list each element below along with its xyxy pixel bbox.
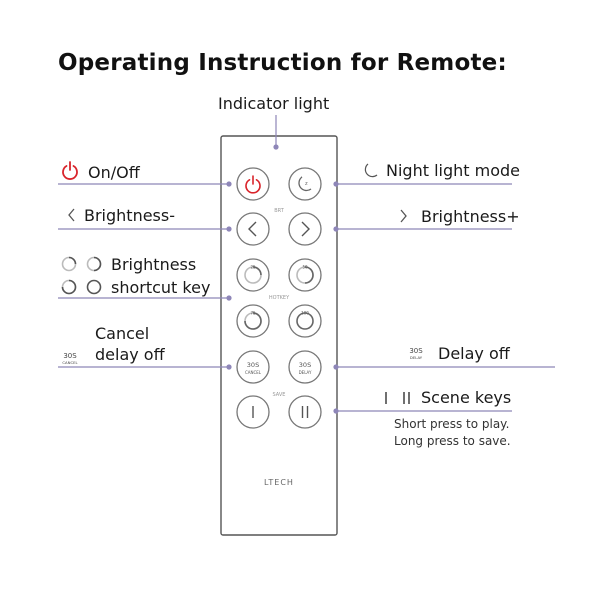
brightness-shortcut-label-2: shortcut key — [111, 278, 211, 297]
hotkey-50-button — [288, 258, 322, 292]
page-title: Operating Instruction for Remote: — [58, 50, 507, 76]
cancel-label-1: Cancel — [95, 324, 150, 343]
delay-off-button — [288, 350, 322, 384]
scene-note-line-2: Long press to save. — [394, 434, 511, 448]
remote-brand-logo: LTECH — [264, 478, 294, 487]
hotkey-icon — [296, 266, 314, 284]
chevron-right-icon — [301, 221, 310, 237]
scene-icon — [252, 406, 309, 418]
hotkey-25-label: 25 — [250, 265, 256, 270]
remote-cancel-30s-label: 30S — [247, 361, 259, 369]
remote-section-save: SAVE — [273, 392, 286, 398]
hotkey-icon — [61, 256, 77, 272]
hotkey-icon — [86, 256, 102, 272]
delay-off-label: Delay off — [438, 344, 510, 363]
hotkey-icon — [296, 312, 314, 330]
indicator-dot — [273, 144, 279, 150]
hotkey-icon — [86, 279, 102, 295]
remote-body — [220, 135, 338, 536]
timer-cancel-icon-label: CANCEL — [62, 360, 78, 365]
power-icon — [245, 175, 261, 194]
timer-30s-icon: 30S — [63, 352, 77, 360]
hotkey-100-button — [288, 304, 322, 338]
hotkey-75-button — [236, 304, 270, 338]
moon-icon: z — [298, 176, 312, 192]
scene-2-button — [288, 395, 322, 429]
timer-30s-icon: 30S — [409, 347, 423, 355]
remote-delay-label: DELAY — [299, 370, 312, 375]
night-light-button — [288, 167, 322, 201]
on-off-label: On/Off — [88, 163, 140, 182]
indicator-light-label: Indicator light — [218, 94, 330, 113]
night-light-label: Night light mode — [386, 161, 520, 180]
hotkey-icon — [244, 266, 262, 284]
remote-delay-30s-label: 30S — [299, 361, 311, 369]
svg-text:z: z — [305, 181, 308, 187]
remote-section-hotkey: HOTKEY — [269, 295, 290, 301]
cancel-delay-button — [236, 350, 270, 384]
remote-cancel-label: CANCEL — [245, 370, 262, 375]
chevron-right-icon — [400, 209, 407, 223]
scene-keys-label: Scene keys — [421, 388, 512, 407]
remote-section-brt: BRT — [274, 208, 285, 214]
cancel-label-2: delay off — [95, 345, 165, 364]
brightness-minus-label: Brightness- — [84, 206, 175, 225]
chevron-left-icon — [68, 208, 75, 222]
power-icon — [62, 161, 78, 180]
callout-lines — [58, 115, 555, 414]
hotkey-icon — [244, 312, 262, 330]
chevron-left-icon — [248, 221, 257, 237]
brightness-minus-button — [236, 212, 270, 246]
brightness-shortcut-label-1: Brightness — [111, 255, 197, 274]
brightness-plus-button — [288, 212, 322, 246]
timer-delay-icon-label: DELAY — [410, 355, 423, 360]
hotkey-25-button — [236, 258, 270, 292]
hotkey-50-label: 50 — [302, 265, 308, 270]
scene-note-line-1: Short press to play. — [394, 417, 510, 431]
hotkey-100-label: 100 — [301, 311, 309, 316]
moon-icon — [364, 163, 378, 178]
scene-icon — [385, 392, 410, 404]
hotkey-icon — [61, 279, 77, 295]
hotkey-75-label: 75 — [250, 311, 256, 316]
brightness-plus-label: Brightness+ — [421, 207, 520, 226]
